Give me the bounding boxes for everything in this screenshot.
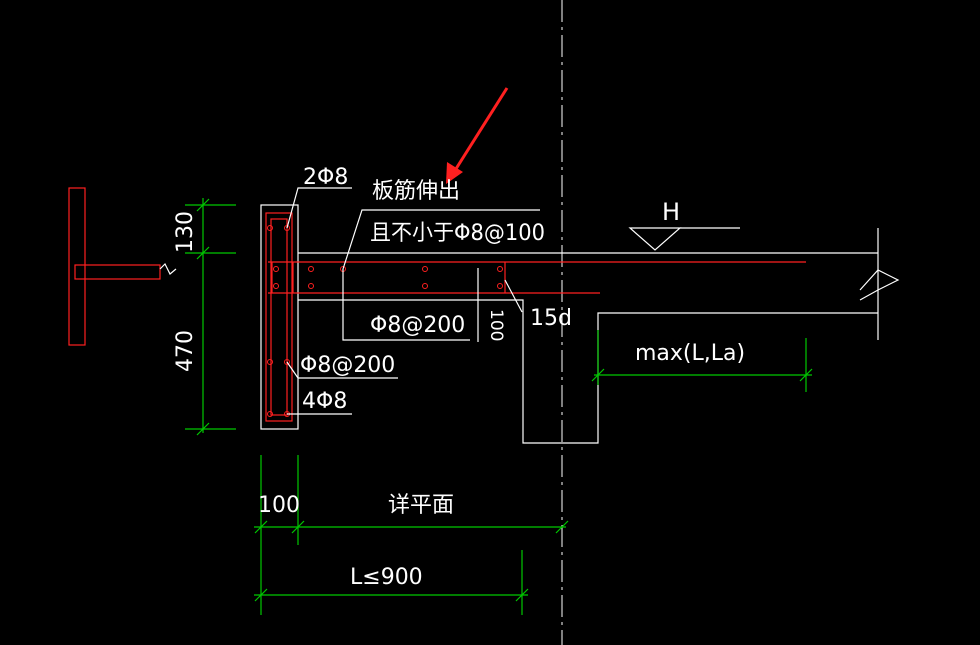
zigzag-break-icon [859,269,900,301]
label-see-plan: 详平面 [388,493,454,518]
label-max-l-la: max(L,La) [635,341,745,366]
slab-rebar [268,261,806,294]
beam-outline [260,204,879,444]
red-arrow-icon [446,87,509,184]
label-dim-L: L≤900 [350,565,423,590]
label-not-less-than: 且不小于Φ8@100 [370,221,545,246]
label-slab-extend: 板筋伸出 [372,179,460,204]
label-4phi8: 4Φ8 [302,389,347,414]
label-dim-100: 100 [258,493,300,518]
label-2phi8: 2Φ8 [303,165,348,190]
label-15d: 15d [530,306,572,331]
label-phi8-200-beam: Φ8@200 [300,353,395,378]
elevation-triangle-icon [628,227,740,251]
left-section-symbol [68,187,177,346]
label-H: H [662,198,680,226]
leader-lines [286,187,540,415]
beam-rebar [265,212,293,422]
dimension-lines [185,198,813,615]
label-dim-470: 470 [173,330,198,372]
label-dim-130: 130 [173,211,198,253]
label-100-side: 100 [486,309,506,341]
label-phi8-200-slab: Φ8@200 [370,313,465,338]
